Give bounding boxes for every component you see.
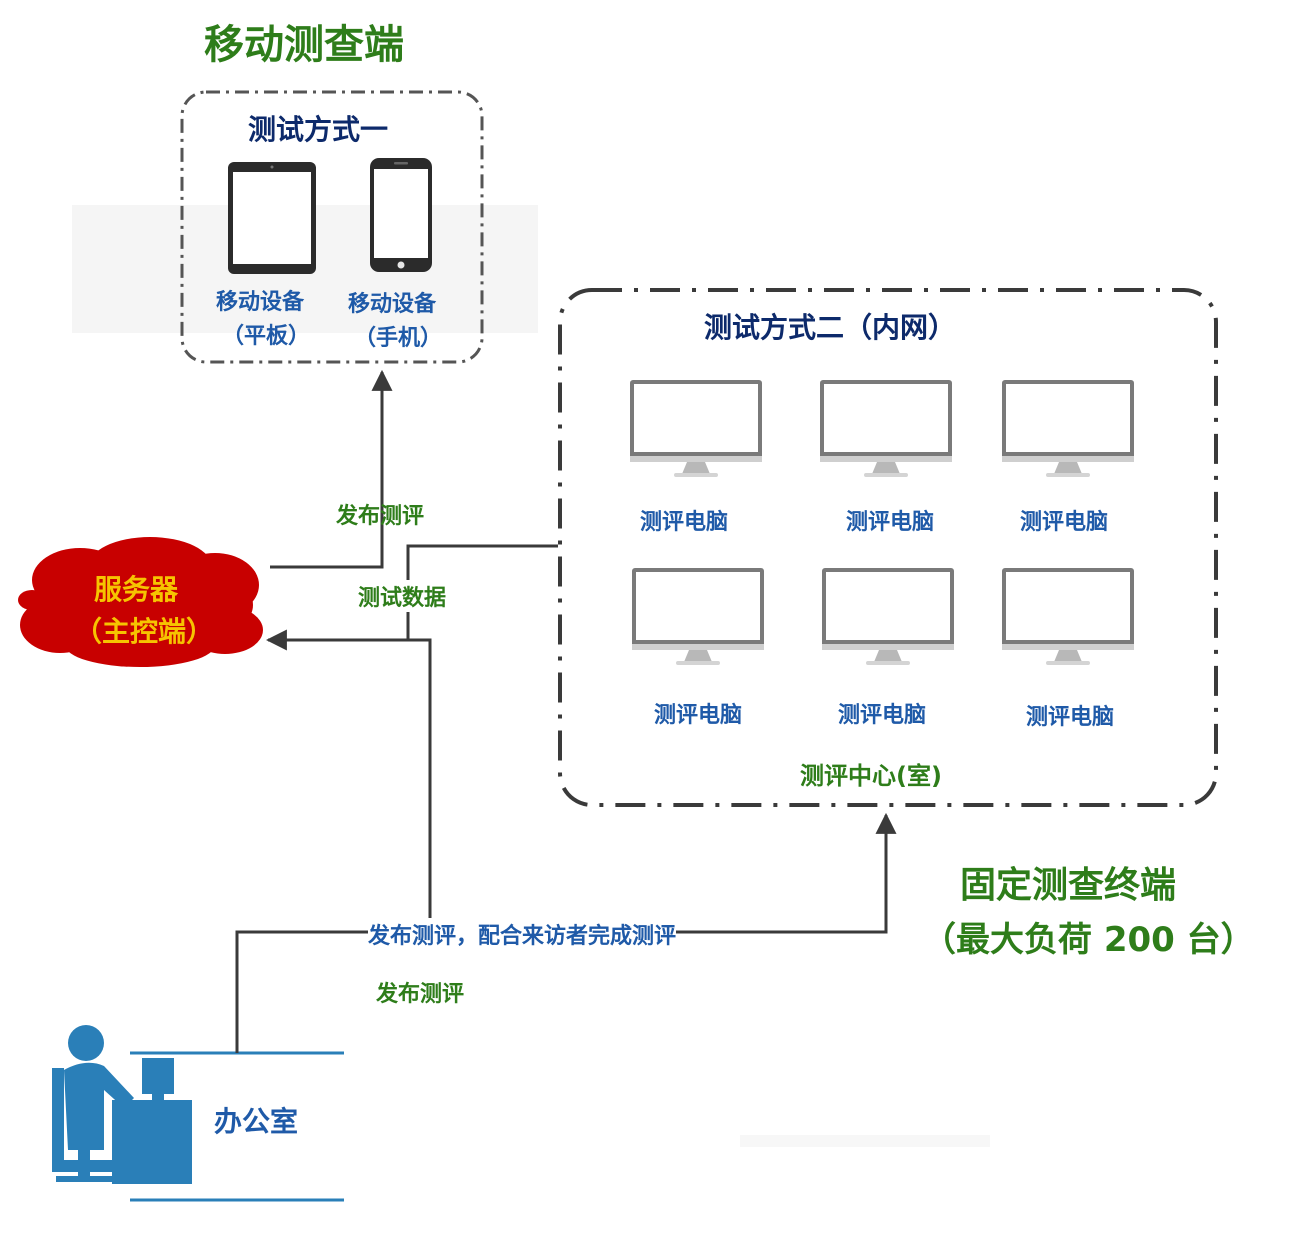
mobile-section-title: 移动测查端 [204,22,404,68]
office-worker-icon [52,1025,192,1184]
monitor-icon [632,568,764,665]
computer-label: 测评电脑 [1026,705,1115,730]
background-panel-bottom [740,1135,990,1147]
monitor-icon [1002,568,1134,665]
monitor-icon [820,380,952,477]
computer-label: 测评电脑 [838,703,927,728]
edge-label-publish-center: 发布测评，配合来访者完成测评 [368,918,677,950]
computer-label: 测评电脑 [1020,510,1109,535]
office-label: 办公室 [214,1105,299,1138]
fixed-caption-line2: （最大负荷 200 台） [922,920,1255,960]
fixed-method-title: 测试方式二（内网） [704,311,957,344]
tablet-icon [228,162,316,274]
computer-label: 测评电脑 [654,703,743,728]
tablet-label-line1: 移动设备 [216,290,305,315]
phone-label-line2: （手机） [354,326,443,351]
computer-label: 测评电脑 [846,510,935,535]
server-label-line2: （主控端） [74,615,215,648]
edge-label-publish-server: 发布测评 [376,982,465,1007]
server-cloud-icon [18,537,263,667]
phone-label-line1: 移动设备 [348,292,437,317]
fixed-caption-line1: 固定测查终端 [960,865,1177,906]
computer-label: 测评电脑 [640,510,729,535]
monitor-icon [630,380,762,477]
server-label-line1: 服务器 [94,573,179,606]
mobile-method-box [180,90,484,364]
tablet-label-line2: （平板） [222,324,311,349]
fixed-method-box [558,288,1218,807]
edge-label-publish-mobile: 发布测评 [336,504,425,529]
monitor-icon [822,568,954,665]
server-to-mobile-arrow [270,369,393,569]
mobile-method-title: 测试方式一 [248,113,389,146]
evaluation-center-label: 测评中心(室) [800,762,942,790]
monitor-icon [1002,380,1134,477]
office-to-server-arrow [265,629,432,932]
edge-label-test-data: 测试数据 [358,580,447,612]
phone-icon [370,158,432,272]
